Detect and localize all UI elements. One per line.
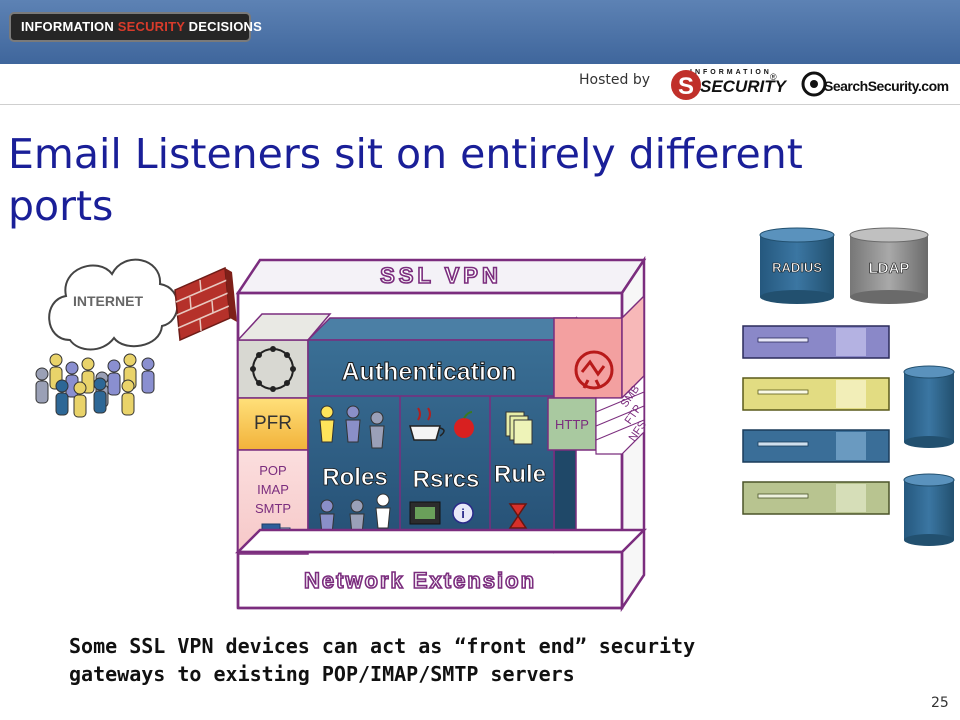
- brand-text-1: INFORMATION: [21, 19, 118, 34]
- pfr-panel: [237, 397, 309, 451]
- access-symbol-icon: [574, 350, 614, 390]
- film-strip-icon: [409, 501, 441, 525]
- header-banner: INFORMATION SECURITY DECISIONS: [0, 0, 960, 66]
- info-icon: i: [452, 502, 474, 524]
- ldap-label: LDAP: [869, 260, 910, 277]
- caption-line-1: Some SSL VPN devices can act as “front e…: [69, 634, 696, 658]
- http-label: HTTP: [555, 417, 589, 432]
- rule-label: Rule: [494, 461, 546, 488]
- firewall-icon: [174, 266, 237, 342]
- searchsecurity-logo-dot: [810, 80, 818, 88]
- infosec-logo-main: SECURITY: [700, 77, 788, 96]
- file-protocols-panel: [595, 374, 645, 455]
- page-number: 25: [931, 695, 949, 711]
- infosec-logo-letter: S: [678, 73, 694, 100]
- server-2-icon: [742, 377, 890, 411]
- infosec-logo-badge: [671, 70, 701, 100]
- access-core-block: [306, 316, 578, 554]
- searchsecurity-logo-text: SearchSecurity.com: [824, 78, 949, 94]
- server-4-icon: [742, 481, 890, 515]
- infosec-logo-top: INFORMATION: [690, 69, 772, 76]
- documents-icon: [505, 411, 533, 445]
- apple-icon: [454, 411, 474, 438]
- pfr-label: PFR: [254, 413, 292, 434]
- radius-label: RADIUS: [772, 260, 822, 275]
- searchsecurity-logo-mark: [801, 71, 827, 97]
- storage-2-icon: [903, 473, 955, 546]
- registered-mark: ®: [770, 72, 777, 82]
- hosted-by-label: Hosted by: [579, 72, 650, 88]
- java-cup-icon: [409, 407, 445, 441]
- caption-line-2: gateways to existing POP/IMAP/SMTP serve…: [69, 662, 575, 686]
- protocol-pop: POP: [259, 463, 286, 478]
- protocol-smtp: SMTP: [255, 501, 291, 516]
- event-logo: INFORMATION SECURITY DECISIONS: [9, 12, 262, 42]
- slide-caption: Some SSL VPN devices can act as “front e…: [69, 632, 929, 688]
- storage-1-icon: [903, 365, 955, 448]
- internet-cloud-icon: INTERNET: [48, 258, 179, 351]
- host-bar: [0, 64, 960, 105]
- roles-label: Roles: [322, 464, 387, 491]
- cloud-label: INTERNET: [73, 293, 143, 309]
- network-extension-box: [234, 528, 648, 554]
- slide-title: Email Listeners sit on entirely differen…: [8, 130, 803, 230]
- server-3-icon: [742, 429, 890, 463]
- dotted-ring-icon: [250, 346, 296, 392]
- http-panel: [547, 397, 597, 451]
- users-group-icon: [35, 353, 155, 418]
- authentication-label: Authentication: [342, 358, 517, 386]
- protocol-imap: IMAP: [257, 482, 289, 497]
- network-extension-label: Network Extension: [304, 568, 536, 593]
- radius-database-icon: [759, 227, 835, 304]
- sponsor-logos: INFORMATION S SECURITY ® SearchSecurity.…: [671, 69, 949, 100]
- brand-text-2: SECURITY: [117, 19, 185, 34]
- hourglass-icon: [508, 503, 528, 529]
- svg-text:i: i: [461, 506, 465, 521]
- brand-text-3: DECISIONS: [184, 19, 262, 34]
- rsrcs-label: Rsrcs: [413, 466, 480, 493]
- right-panel-top: [553, 294, 645, 400]
- ldap-database-icon: [849, 227, 929, 304]
- server-1-icon: [742, 325, 890, 359]
- ssl-vpn-label: SSL VPN: [380, 263, 502, 288]
